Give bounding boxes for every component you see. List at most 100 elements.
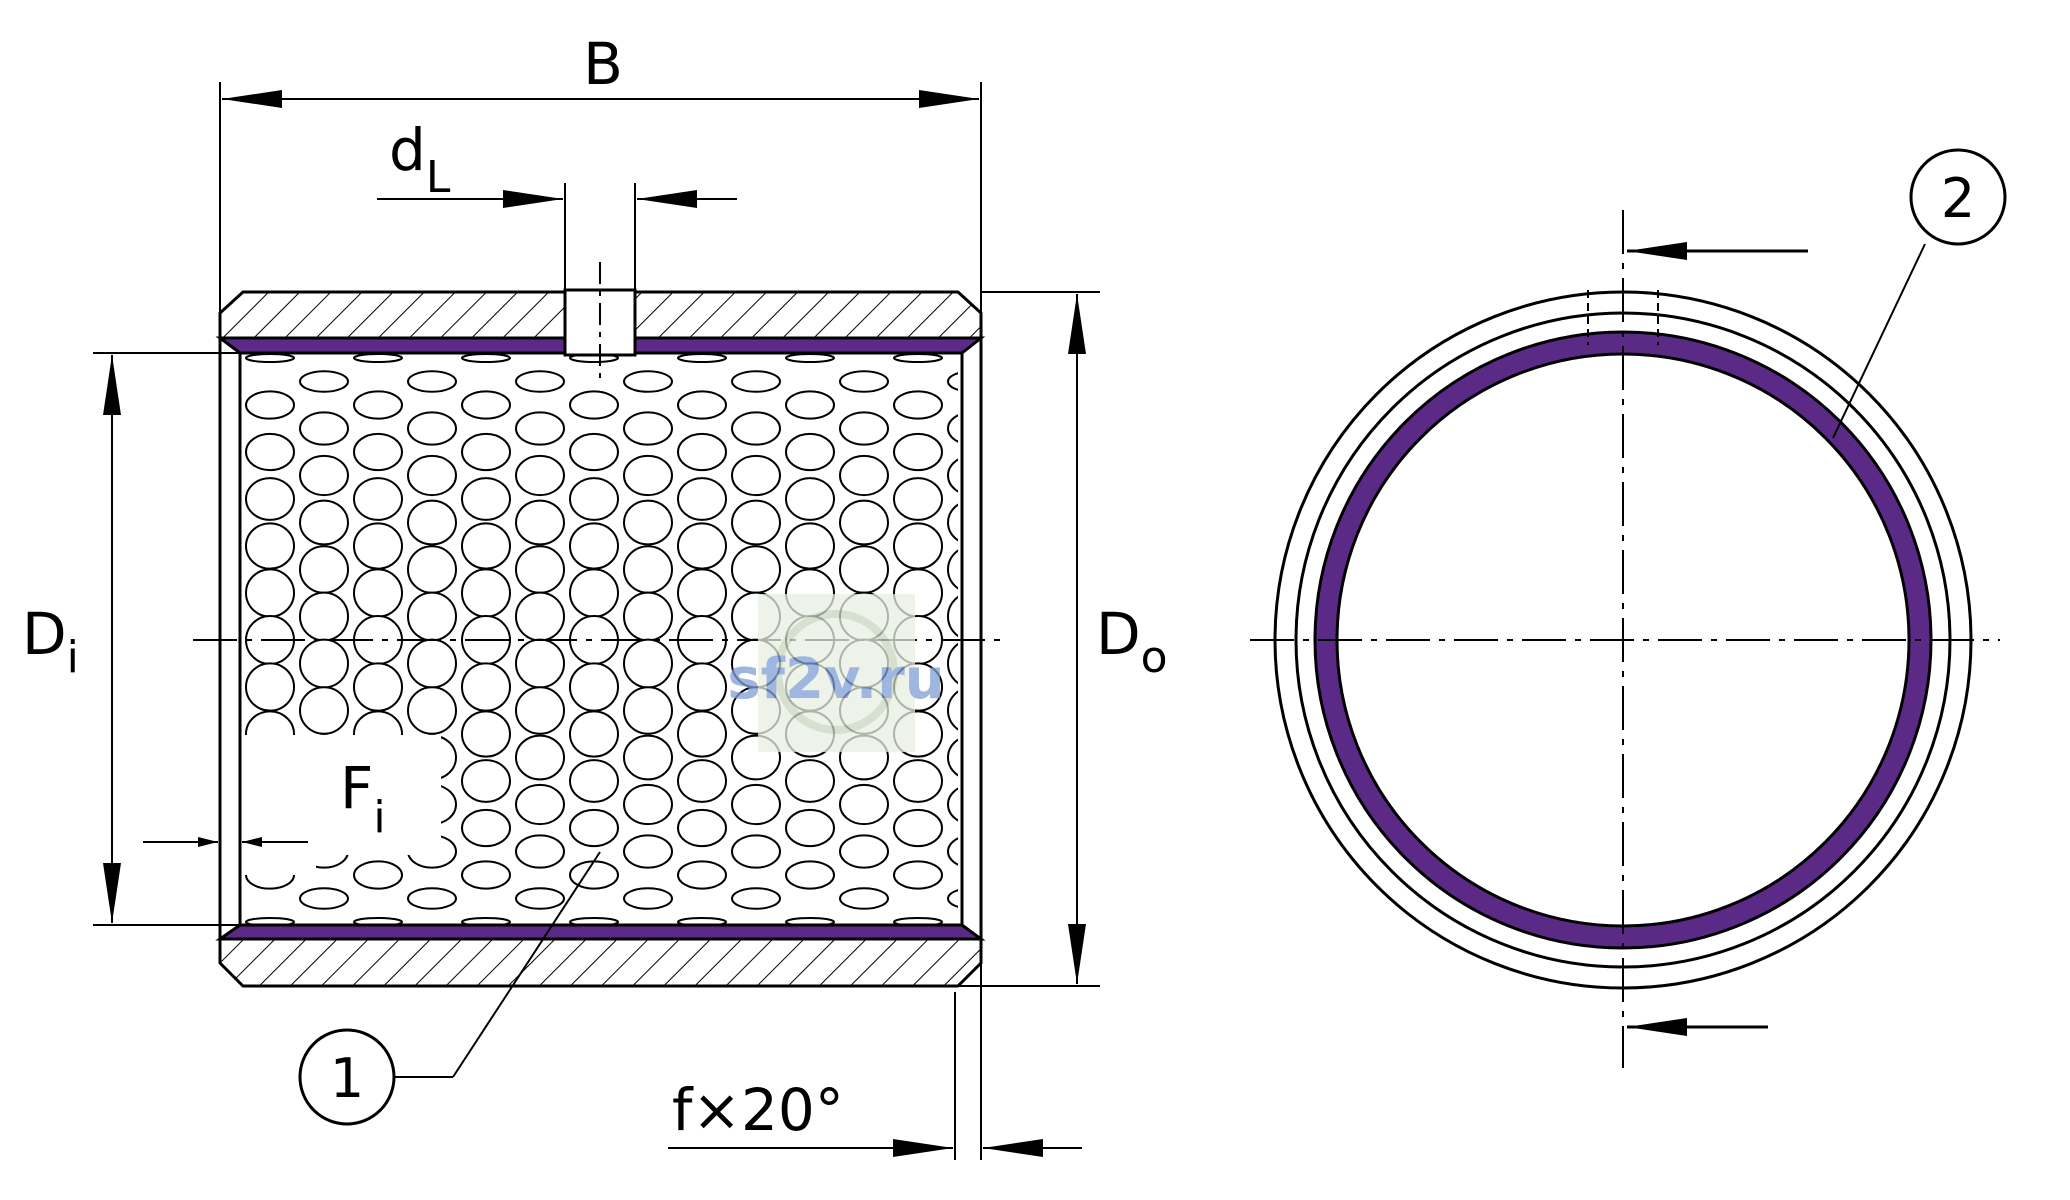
dimple xyxy=(893,353,943,363)
dimple xyxy=(245,390,295,420)
leader-line-2 xyxy=(1832,243,1926,439)
dimple xyxy=(407,686,457,735)
dimple xyxy=(407,591,457,642)
dimple xyxy=(515,411,565,446)
label-gap-fi-2 xyxy=(236,855,316,875)
dimple xyxy=(623,686,673,735)
dimple xyxy=(947,503,958,542)
dimple xyxy=(947,642,958,685)
dimple xyxy=(353,917,403,925)
dimple xyxy=(569,759,619,803)
dimple xyxy=(785,477,835,521)
dimple xyxy=(623,638,673,689)
dimple xyxy=(245,477,295,521)
dimple xyxy=(353,860,403,890)
dimple xyxy=(947,889,958,908)
dimple xyxy=(299,686,349,735)
dimple xyxy=(515,370,565,393)
dimple xyxy=(677,808,727,848)
dimple xyxy=(947,787,958,822)
dimple xyxy=(515,499,565,546)
dimple xyxy=(677,759,727,803)
dim-label-di-sub: i xyxy=(67,632,79,683)
watermark-background xyxy=(758,594,915,752)
dim-label-fi-sub: i xyxy=(373,792,385,843)
callout-circle-1 xyxy=(298,1028,396,1126)
dimple xyxy=(299,411,349,446)
dimple xyxy=(623,411,673,446)
dimple xyxy=(839,887,889,910)
dimple xyxy=(299,887,349,910)
dimple xyxy=(947,458,958,493)
dimple xyxy=(839,454,889,497)
dimple xyxy=(785,860,835,890)
dimple xyxy=(947,372,958,391)
dimple xyxy=(569,808,619,848)
dimple xyxy=(569,860,619,890)
dimple xyxy=(461,860,511,890)
dimple xyxy=(515,734,565,781)
dimple xyxy=(407,370,457,393)
dimple xyxy=(731,783,781,826)
bottom-sliding-layer xyxy=(215,923,986,941)
callout-number-2: 2 xyxy=(1941,167,1975,230)
dimple xyxy=(731,370,781,393)
dimple xyxy=(839,834,889,869)
dimple xyxy=(299,454,349,497)
dimple xyxy=(677,568,727,618)
dimple xyxy=(947,738,958,777)
watermark-bearing-icon xyxy=(774,610,898,734)
dimple xyxy=(299,638,349,689)
dimple xyxy=(731,499,781,546)
dimple xyxy=(407,454,457,497)
dimple xyxy=(623,454,673,497)
dimple xyxy=(353,477,403,521)
dimple xyxy=(245,662,295,712)
dimple xyxy=(515,545,565,594)
dimple xyxy=(569,390,619,420)
dimple xyxy=(893,432,943,472)
dimple xyxy=(731,834,781,869)
dim-label-chamfer: f×20° xyxy=(672,1076,844,1144)
dimple xyxy=(785,917,835,925)
dimple xyxy=(569,662,619,712)
dim-label-fi-main: F xyxy=(340,754,373,822)
dimple xyxy=(677,917,727,925)
callout-number-1: 1 xyxy=(330,1047,364,1110)
dimple xyxy=(785,808,835,848)
dimple xyxy=(893,477,943,521)
dimple xyxy=(785,353,835,363)
dimple xyxy=(785,759,835,803)
dimple xyxy=(461,710,511,758)
dimple xyxy=(245,432,295,472)
dimple xyxy=(569,432,619,472)
dimple xyxy=(299,591,349,642)
dimple xyxy=(623,783,673,826)
dimple xyxy=(461,662,511,712)
dimple xyxy=(407,411,457,446)
dimple xyxy=(353,662,403,712)
dim-label-do-main: D xyxy=(1096,600,1141,668)
dimple xyxy=(623,591,673,642)
dimple xyxy=(947,595,958,638)
dimple xyxy=(569,568,619,618)
dim-label-dl-sub: L xyxy=(426,152,451,203)
dimple xyxy=(461,432,511,472)
bottom-wall-section xyxy=(218,937,983,988)
dimple xyxy=(515,591,565,642)
dimple xyxy=(299,499,349,546)
dimple xyxy=(623,370,673,393)
callout-1: 1 xyxy=(298,851,601,1126)
dimple xyxy=(353,568,403,618)
dimple xyxy=(353,432,403,472)
dimple xyxy=(677,477,727,521)
dimple xyxy=(839,545,889,594)
dim-label-di-main: D xyxy=(22,600,67,668)
dimple xyxy=(893,808,943,848)
dim-label-di: Di xyxy=(22,600,79,683)
dimple xyxy=(353,522,403,570)
dimple xyxy=(839,783,889,826)
dimple xyxy=(299,370,349,393)
dimple xyxy=(623,734,673,781)
